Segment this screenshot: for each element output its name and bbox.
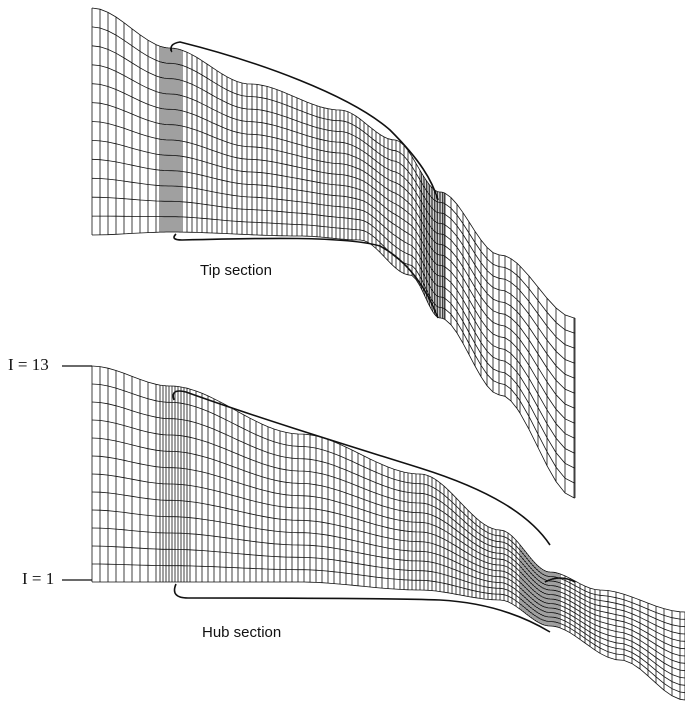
index-label-bottom: I = 1 xyxy=(22,569,55,588)
hub-grid-streamline xyxy=(91,455,685,650)
hub-grid-streamline xyxy=(91,365,685,613)
hub-upper-blade xyxy=(172,390,551,546)
tip-upper-blade xyxy=(170,41,439,201)
hub-grid-streamline xyxy=(92,563,685,694)
tip-section-caption: Tip section xyxy=(200,262,272,279)
blade-profiles xyxy=(170,41,576,633)
tip-grid-streamline xyxy=(91,83,575,379)
hub-grid-streamline xyxy=(91,527,685,679)
hub-grid-streamline xyxy=(91,509,685,672)
hub-grid-streamline xyxy=(91,419,685,635)
hub-grid-streamline xyxy=(91,491,685,664)
tip-grid-streamline xyxy=(91,140,575,424)
hub-grid-streamline xyxy=(92,581,685,701)
hub-trailing-blade xyxy=(544,577,576,583)
tip-section-grid xyxy=(91,7,576,499)
tip-grid-streamline xyxy=(91,177,575,454)
hub-grid-streamline xyxy=(91,545,685,686)
tip-grid-streamline xyxy=(91,231,576,499)
tip-grid-streamline xyxy=(91,102,575,394)
hub-grid-streamline xyxy=(91,401,685,628)
tip-lower-blade xyxy=(173,233,439,319)
tip-grid-streamline xyxy=(92,215,576,484)
hub-section-caption: Hub section xyxy=(202,624,282,641)
hub-grid-streamline xyxy=(91,473,685,657)
tip-grid-streamline xyxy=(91,45,575,349)
hub-lower-blade xyxy=(173,583,551,633)
index-label-top: I = 13 xyxy=(8,355,49,374)
hub-grid-streamline xyxy=(91,437,685,642)
index-ticks xyxy=(62,365,92,581)
tip-grid-streamline xyxy=(91,26,575,334)
tip-grid-streamline xyxy=(91,121,575,409)
tip-grid-streamline xyxy=(91,196,576,469)
hub-section-grid xyxy=(91,365,685,701)
